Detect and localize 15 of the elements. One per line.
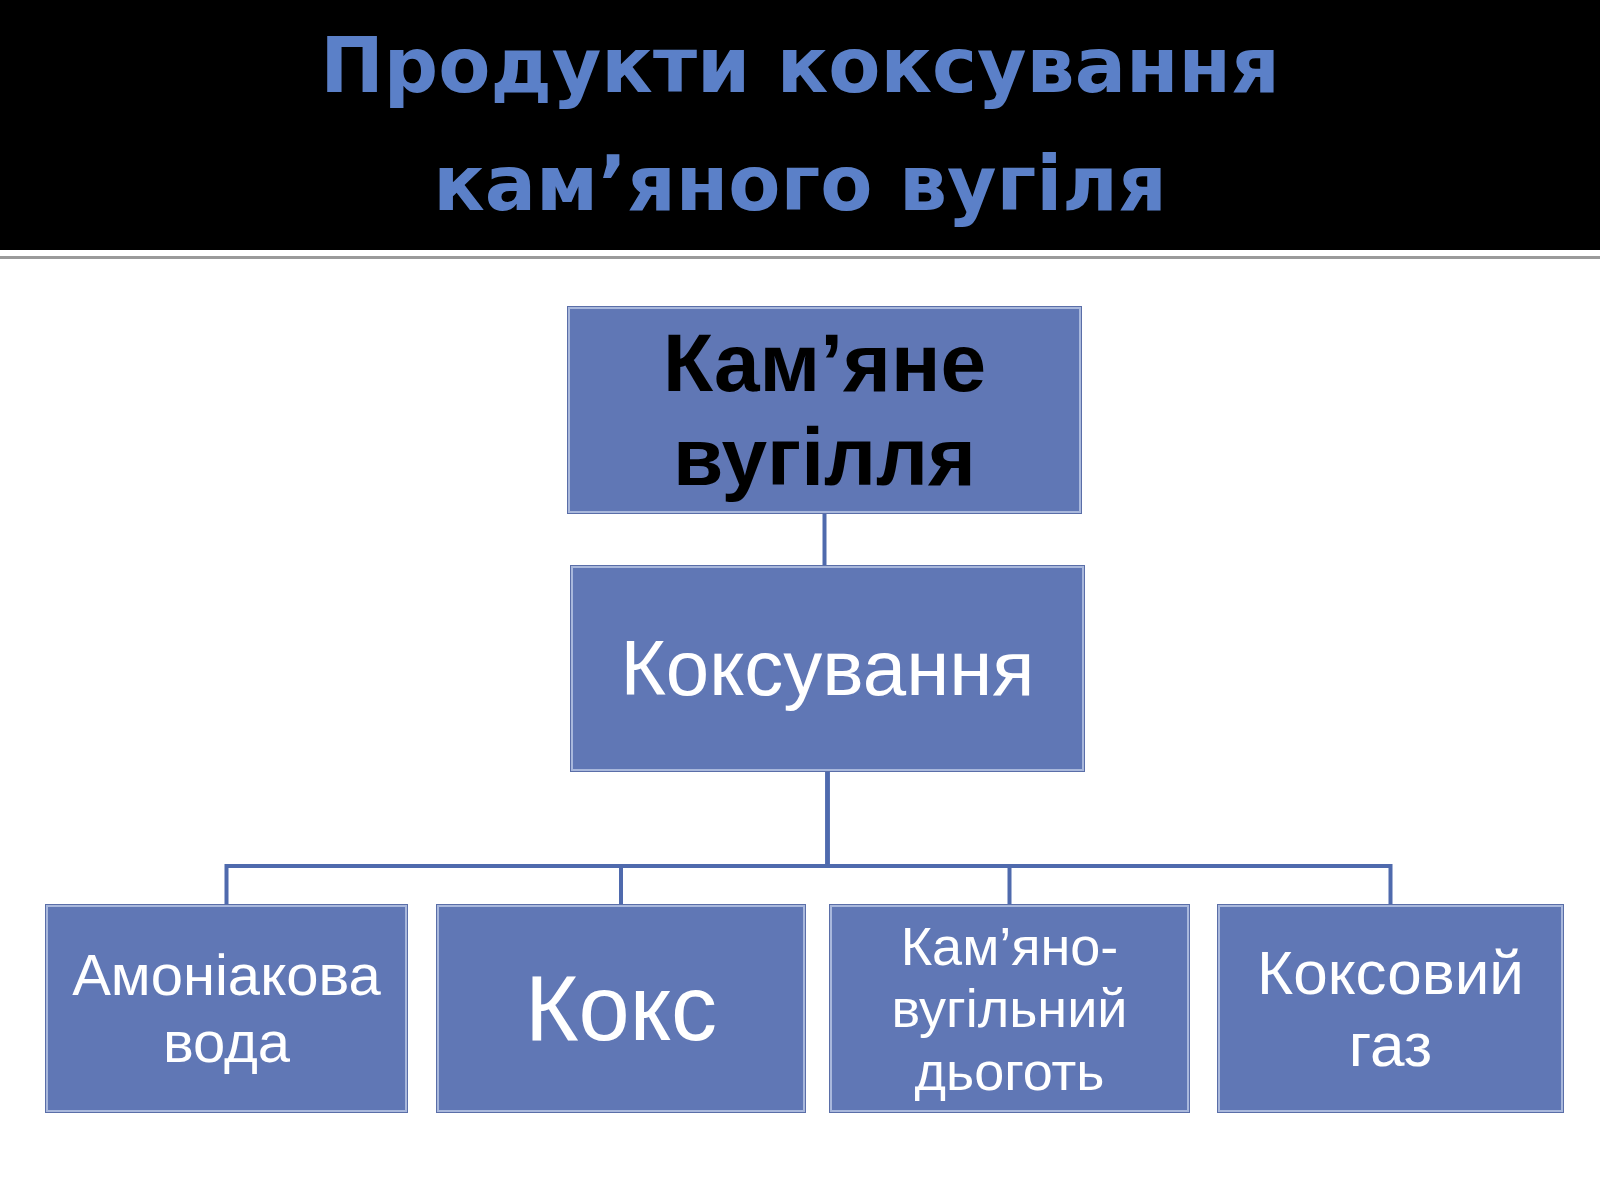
- process-box: [46, 905, 407, 1112]
- process-box: [568, 307, 1081, 513]
- process-box: [830, 905, 1189, 1112]
- box-label: Кокс: [524, 955, 717, 1061]
- box-label: Кам’яне вугілля: [661, 315, 988, 504]
- process-box: [571, 566, 1084, 771]
- box-label: Кам’яно-вугільний дьоготь: [890, 915, 1129, 1102]
- box-label: Коксування: [620, 623, 1035, 714]
- process-box: [437, 905, 805, 1112]
- connector-line: [822, 513, 827, 566]
- connector-line: [825, 771, 1393, 905]
- title: Продукти коксування кам’яного вугіля: [319, 20, 1281, 230]
- box-label: Коксовий газ: [1256, 937, 1525, 1080]
- process-box: [1218, 905, 1563, 1112]
- box-label: Амоніакова вода: [71, 941, 382, 1076]
